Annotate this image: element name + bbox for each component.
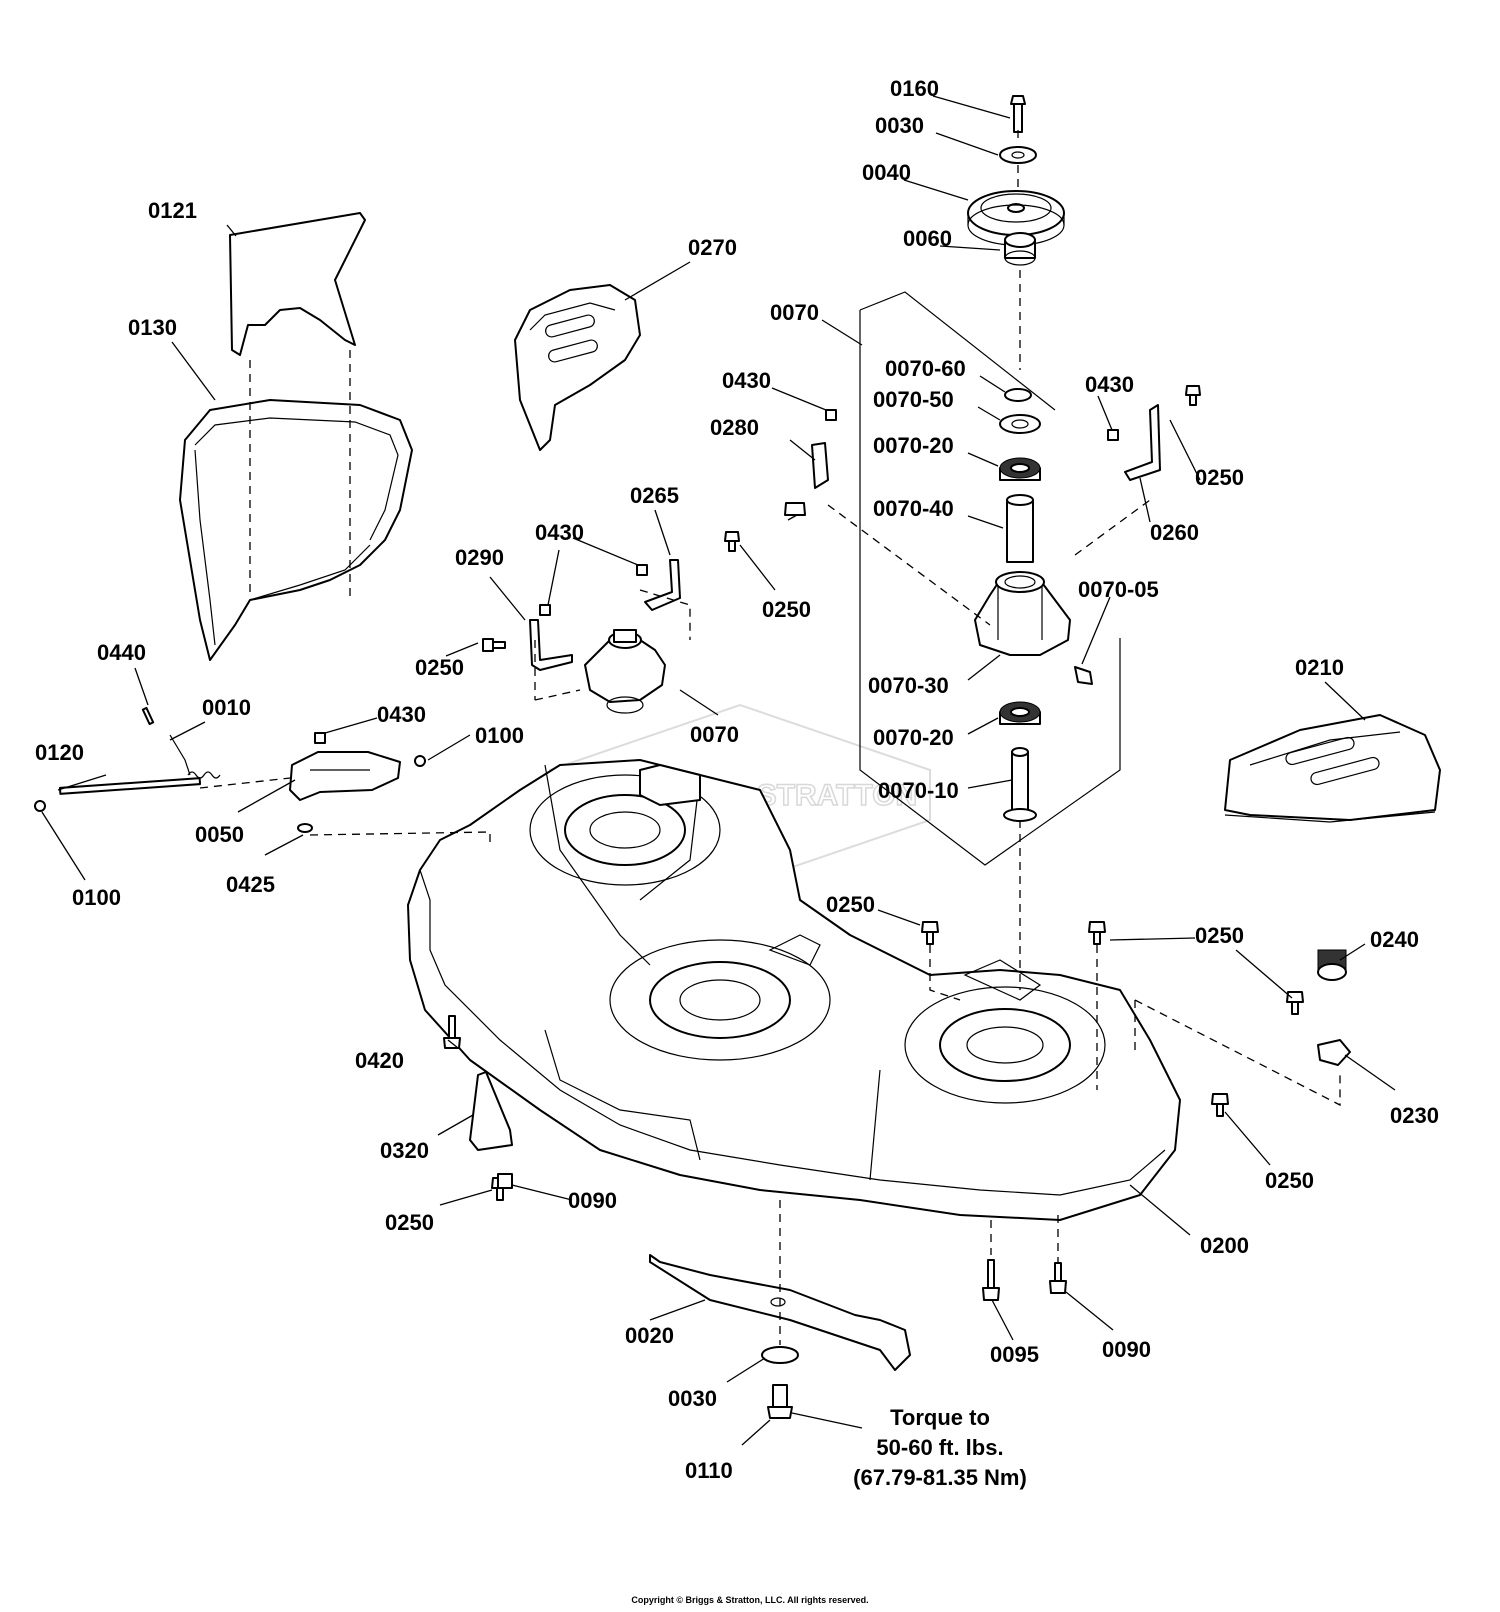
label-0250-left: 0250 [415, 655, 464, 680]
label-0250-deflector: 0250 [385, 1210, 434, 1235]
spacer-tube-0070-40 [1006, 494, 1034, 563]
label-0290: 0290 [455, 545, 504, 570]
nut-0240 [1317, 949, 1347, 981]
label-0260: 0260 [1150, 520, 1199, 545]
label-0430-left: 0430 [535, 520, 584, 545]
label-0430-right: 0430 [1085, 372, 1134, 397]
torque-line-2: 50-60 ft. lbs. [876, 1435, 1003, 1460]
label-0210: 0210 [1295, 655, 1344, 680]
label-0121: 0121 [148, 198, 197, 223]
label-0030-bottom: 0030 [668, 1386, 717, 1411]
bracket-0230 [1317, 1039, 1351, 1066]
fasteners [34, 385, 1304, 1301]
label-0420: 0420 [355, 1048, 404, 1073]
label-0070-10: 0070-10 [878, 778, 959, 803]
label-0230: 0230 [1390, 1103, 1439, 1128]
mower-deck-0200 [407, 759, 1181, 1221]
label-0250-deck-right: 0250 [1195, 923, 1244, 948]
leader-lines [41, 95, 1396, 1446]
label-0070-left: 0070 [690, 722, 739, 747]
label-0440: 0440 [97, 640, 146, 665]
label-0265: 0265 [630, 483, 679, 508]
spindle-kit-outline [859, 291, 1121, 866]
spring-0010 [169, 734, 221, 779]
label-0110: 0110 [685, 1458, 733, 1483]
label-0250-gauge: 0250 [1265, 1168, 1314, 1193]
label-0010: 0010 [202, 695, 251, 720]
label-0090-left: 0090 [568, 1188, 617, 1213]
label-0270: 0270 [688, 235, 737, 260]
label-0040: 0040 [862, 160, 911, 185]
bracket-0265 [644, 559, 681, 611]
label-0100-right: 0100 [475, 723, 524, 748]
bearing-0070-20-bottom [999, 701, 1041, 725]
label-0030: 0030 [875, 113, 924, 138]
pulley-0040 [967, 190, 1065, 246]
label-0250-deck: 0250 [826, 892, 875, 917]
torque-note: Torque to 50-60 ft. lbs. (67.79-81.35 Nm… [853, 1405, 1027, 1490]
spindle-shaft-0070-10 [1003, 747, 1037, 822]
label-0070-30: 0070-30 [868, 673, 949, 698]
snap-ring-0070-60 [1004, 388, 1032, 402]
label-0120: 0120 [35, 740, 84, 765]
assembly-lines [199, 130, 1341, 1345]
label-0250-center: 0250 [762, 597, 811, 622]
label-0430-mid: 0430 [722, 368, 771, 393]
grass-chute-0130 [179, 399, 413, 661]
label-0160: 0160 [890, 76, 939, 101]
bolt-0110 [767, 1384, 793, 1419]
chute-deflector-0121 [229, 212, 366, 356]
label-0070-40: 0070-40 [873, 496, 954, 521]
label-0070-20-top: 0070-20 [873, 433, 954, 458]
label-0430-idler: 0430 [377, 702, 426, 727]
label-0050: 0050 [195, 822, 244, 847]
washer-0030-bottom [761, 1346, 799, 1364]
torque-line-3: (67.79-81.35 Nm) [853, 1465, 1027, 1490]
belt-cover-0270 [514, 284, 641, 451]
label-0070-20-bottom: 0070-20 [873, 725, 954, 750]
rod-0120 [58, 777, 202, 795]
grease-fitting-0070-05 [1074, 666, 1093, 685]
bracket-0260 [1124, 404, 1161, 481]
label-0320: 0320 [380, 1138, 429, 1163]
label-0090-right: 0090 [1102, 1337, 1151, 1362]
spindle-assembly-0070 [584, 629, 666, 714]
bearing-0070-20-top [999, 457, 1041, 481]
label-0070-60: 0070-60 [885, 356, 966, 381]
washer-0030 [999, 146, 1037, 164]
copyright-notice: Copyright © Briggs & Stratton, LLC. All … [631, 1595, 868, 1605]
label-0200: 0200 [1200, 1233, 1249, 1258]
bracket-0280 [811, 442, 829, 489]
label-0100-left: 0100 [72, 885, 121, 910]
pin-0440 [141, 706, 155, 726]
label-0280: 0280 [710, 415, 759, 440]
label-0070-50: 0070-50 [873, 387, 954, 412]
label-0060: 0060 [903, 226, 952, 251]
bracket-0290 [529, 619, 573, 671]
label-0095: 0095 [990, 1342, 1039, 1367]
label-0020: 0020 [625, 1323, 674, 1348]
seal-0070-50 [999, 414, 1041, 434]
label-0130: 0130 [128, 315, 177, 340]
belt-cover-0210 [1224, 714, 1441, 823]
deflector-0320 [469, 1071, 513, 1151]
spacer-0060 [1004, 232, 1036, 266]
label-0240: 0240 [1370, 927, 1419, 952]
label-0425: 0425 [226, 872, 275, 897]
label-0250-right: 0250 [1195, 465, 1244, 490]
label-0070-top: 0070 [770, 300, 819, 325]
label-0070-05: 0070-05 [1078, 577, 1159, 602]
torque-line-1: Torque to [890, 1405, 990, 1430]
bolt-0160 [1010, 95, 1026, 133]
spindle-housing-0070-30 [974, 571, 1071, 656]
idler-arm-0050 [289, 751, 401, 801]
part-labels: 0160 0030 0040 0060 0070 0070-60 0070-50… [35, 76, 1439, 1483]
